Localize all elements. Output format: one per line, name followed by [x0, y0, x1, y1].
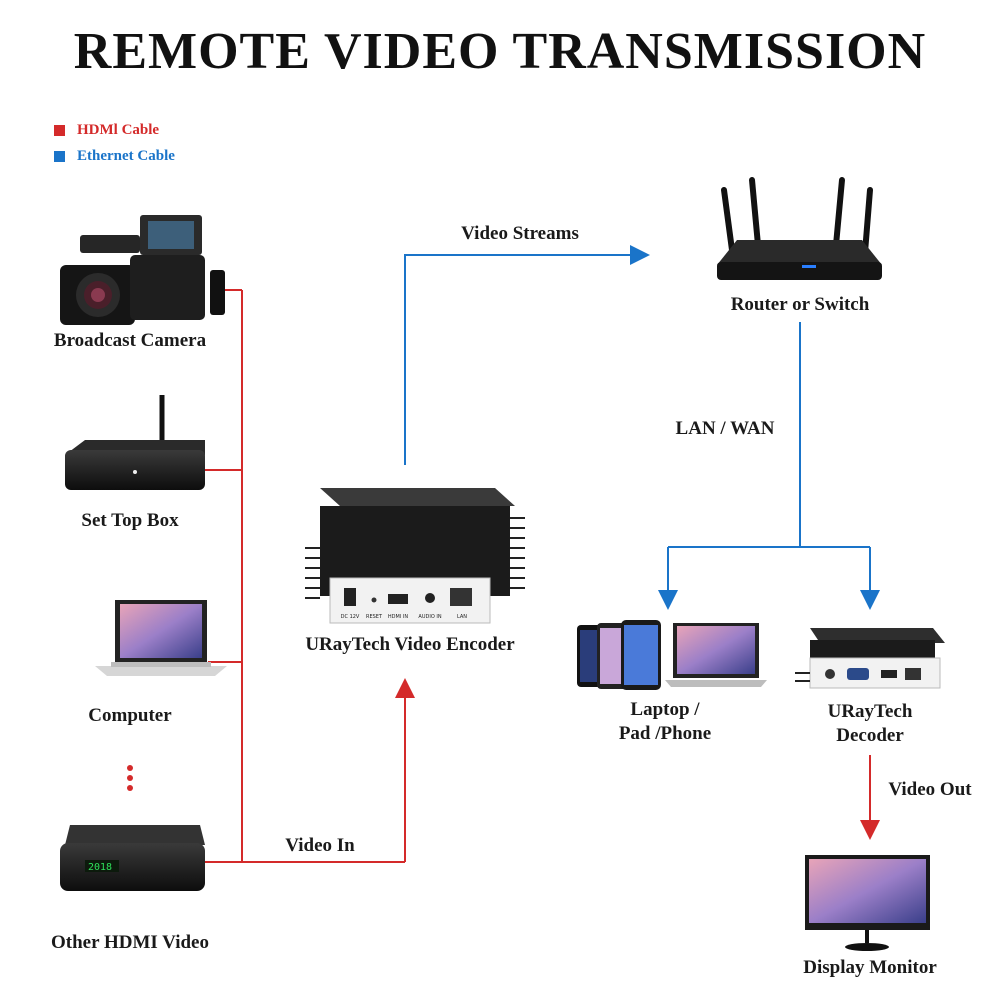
broadcast-camera-label: Broadcast Camera — [53, 330, 207, 351]
client-devices-label-line2: Pad /Phone — [618, 723, 712, 744]
other-hdmi-label: Other HDMI Video — [51, 932, 209, 953]
encoder-port-label: HDMI IN — [388, 614, 408, 620]
legend-ethernet: Ethernet Cable — [54, 148, 175, 165]
legend-ethernet-label: Ethernet Cable — [77, 148, 175, 164]
encoder-port-label: RESET — [366, 614, 383, 620]
encoder-port-label: DC 12V — [341, 614, 360, 620]
computer-label: Computer — [88, 705, 172, 726]
computer-laptop-icon — [95, 600, 227, 676]
hdmi-swatch-icon — [54, 125, 65, 136]
decoder-label-line1: URayTech — [827, 701, 913, 722]
set-top-box-label: Set Top Box — [81, 510, 179, 531]
page-title: REMOTE VIDEO TRANSMISSION — [73, 23, 927, 80]
router-label: Router or Switch — [730, 294, 870, 315]
client-devices-icon — [577, 620, 767, 690]
decoder-label-line2: Decoder — [836, 725, 904, 746]
set-top-box-icon — [65, 395, 205, 490]
video-in-label: Video In — [285, 835, 355, 856]
legend-hdmi: HDMl Cable — [54, 122, 159, 139]
decoder-label: URayTech Decoder — [790, 700, 950, 748]
more-sources-dots-icon — [127, 765, 133, 791]
ethernet-wiring — [404, 245, 880, 610]
ethernet-swatch-icon — [54, 151, 65, 162]
lan-wan-label: LAN / WAN — [675, 418, 775, 439]
video-out-label: Video Out — [888, 779, 972, 800]
broadcast-camera-icon — [60, 215, 225, 325]
client-devices-label: Laptop / Pad /Phone — [580, 698, 750, 746]
hdmi-wiring — [205, 289, 880, 863]
video-encoder-icon — [305, 488, 525, 624]
router-icon — [717, 177, 882, 280]
video-streams-arrow — [404, 245, 650, 465]
video-streams-label: Video Streams — [461, 223, 579, 244]
video-decoder-icon — [795, 628, 945, 689]
hdmi-receiver-icon: 2018 — [60, 825, 205, 891]
display-monitor-icon — [805, 855, 930, 951]
client-devices-label-line1: Laptop / — [630, 699, 700, 720]
legend-hdmi-label: HDMl Cable — [77, 122, 160, 138]
display-monitor-label: Display Monitor — [803, 957, 937, 978]
encoder-port-label: AUDIO IN — [418, 614, 441, 620]
encoder-port-label: LAN — [457, 614, 467, 620]
svg-text:2018: 2018 — [88, 862, 112, 873]
encoder-label: URayTech Video Encoder — [305, 634, 515, 655]
